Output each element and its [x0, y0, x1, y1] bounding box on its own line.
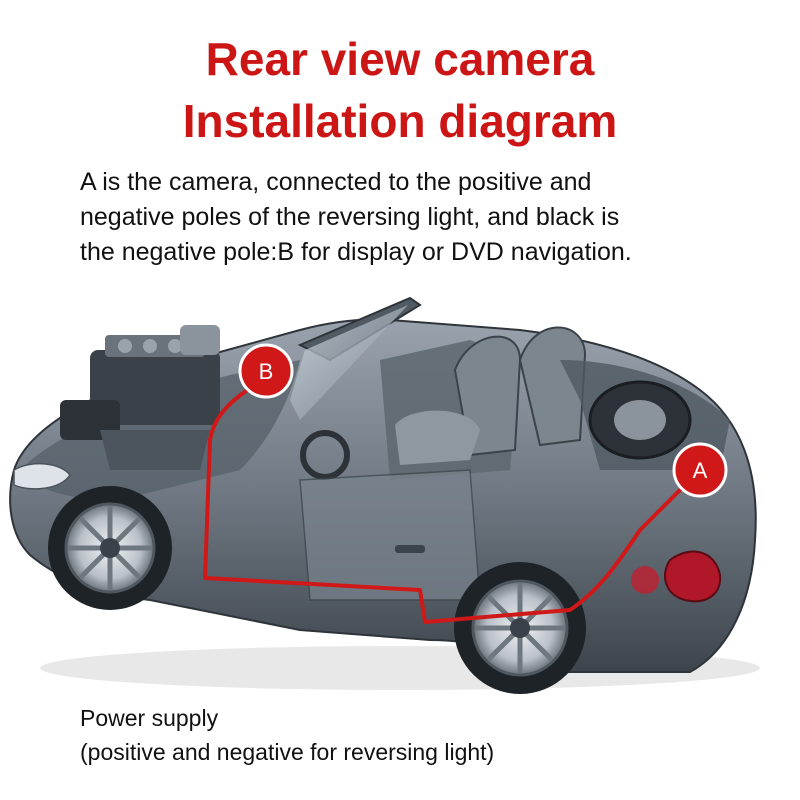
rear-wheel: [454, 562, 586, 694]
engine-block: [60, 325, 220, 470]
marker-b: B: [238, 343, 294, 399]
front-wheel: [48, 486, 172, 610]
footer-line-1: Power supply: [80, 705, 219, 731]
description-line-2: negative poles of the reversing light, a…: [80, 203, 620, 231]
marker-b-label: B: [259, 359, 274, 384]
page-title-line-2: Installation diagram: [182, 95, 618, 147]
footer-line-2: (positive and negative for reversing lig…: [80, 739, 495, 765]
marker-a: A: [672, 442, 728, 498]
door-handle: [395, 545, 425, 553]
description-line-3: the negative pole:B for display or DVD n…: [80, 238, 632, 266]
tail-light: [664, 550, 722, 603]
marker-a-label: A: [693, 458, 708, 483]
interior: [300, 326, 587, 480]
headlight: [13, 462, 71, 490]
page-title-line-1: Rear view camera: [205, 33, 595, 85]
power-wire: [203, 378, 692, 624]
description-line-1: A is the camera, connected to the positi…: [80, 168, 592, 196]
door-panel: [299, 469, 481, 601]
windshield-glass: [290, 305, 408, 420]
car-cutaway-illustration: B A: [9, 296, 760, 694]
